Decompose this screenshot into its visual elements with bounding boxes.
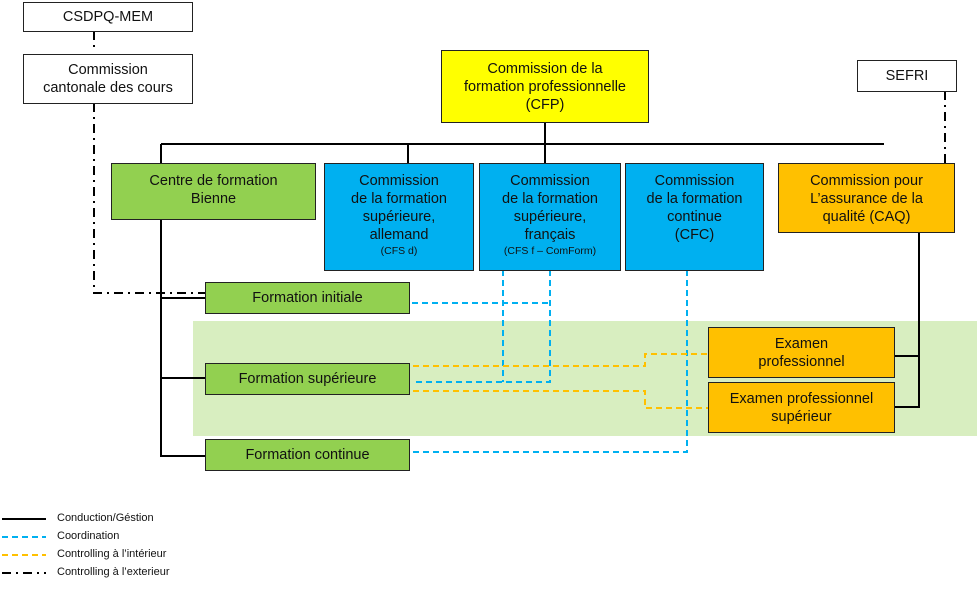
caq-trunk-line	[894, 232, 920, 408]
sefri-box: SEFRI	[857, 60, 957, 92]
cfc-line1: Commission	[654, 173, 735, 189]
caq-line1: Commission pour	[810, 173, 923, 189]
orange-dashed-line-swatch-icon	[2, 554, 46, 556]
cfs-f-line4: français	[524, 227, 576, 243]
internal-controlling-lines	[413, 353, 708, 409]
examen-pro-line1: Examen	[774, 335, 829, 352]
blue-dashed-line-swatch-icon	[2, 536, 46, 538]
solid-line-swatch-icon	[2, 518, 46, 520]
superieure-to-examen-pro-line	[413, 353, 708, 367]
cantonal-to-initiale-line	[93, 103, 206, 294]
cfs-d-abbr: (CFS d)	[380, 245, 418, 257]
cfc-line4: (CFC)	[674, 227, 715, 243]
examen-professionnel-box: Examen professionnel	[708, 327, 895, 378]
cfc-box: Commission de la formation continue (CFC…	[625, 163, 764, 271]
bienne-line2: Bienne	[190, 191, 237, 207]
legend-label: Coordination	[57, 530, 120, 542]
caq-line2: L’assurance de la	[810, 191, 923, 207]
examen-pro-sup-line2: supérieur	[771, 408, 832, 425]
legend-item-external-controlling: Controlling à l’exterieur	[0, 564, 260, 582]
legend-label: Controlling à l’exterieur	[57, 566, 170, 578]
formation-superieure-box: Formation supérieure	[205, 363, 410, 395]
cfs-d-line3: supérieure,	[362, 209, 436, 225]
cfp-line3: (CFP)	[525, 96, 565, 113]
cfs-f-line3: supérieure,	[513, 209, 587, 225]
formation-continue-label: Formation continue	[245, 447, 370, 463]
formation-superieure-label: Formation supérieure	[238, 371, 377, 387]
examen-pro-sup-line1: Examen professionnel	[729, 390, 874, 407]
cfs-d-box: Commission de la formation supérieure, a…	[324, 163, 474, 271]
cantonal-commission-line1: Commission	[68, 62, 148, 78]
bienne-center-box: Centre de formation Bienne	[111, 163, 316, 220]
cfs-f-abbr: (CFS f – ComForm)	[503, 245, 597, 257]
csdpq-mem-label: CSDPQ-MEM	[62, 9, 154, 25]
sefri-label: SEFRI	[885, 68, 929, 84]
examen-pro-line2: professionnel	[758, 353, 845, 370]
cantonal-commission-box: Commission cantonale des cours	[23, 54, 193, 104]
cantonal-commission-line2: cantonale des cours	[43, 80, 173, 96]
legend-item-coordination: Coordination	[0, 528, 260, 546]
cfs-f-box: Commission de la formation supérieure, f…	[479, 163, 621, 271]
cfp-line2: formation professionnelle	[463, 78, 626, 95]
management-lines	[160, 122, 920, 457]
cfs-f-line1: Commission	[510, 173, 590, 189]
cfc-to-continue-line	[413, 270, 688, 453]
legend-item-internal-controlling: Controlling à l’intérieur	[0, 546, 260, 564]
bienne-trunk-line	[160, 219, 206, 457]
legend-label: Conduction/Géstion	[57, 512, 154, 524]
cfp-line1: Commission de la	[487, 60, 603, 77]
coordination-lines	[412, 270, 688, 453]
caq-box: Commission pour L’assurance de la qualit…	[778, 163, 955, 233]
dash-dot-line-swatch-icon	[2, 572, 46, 574]
legend-label: Controlling à l’intérieur	[57, 548, 167, 560]
formation-initiale-box: Formation initiale	[205, 282, 410, 314]
cfp-box: Commission de la formation professionnel…	[441, 50, 649, 123]
formation-continue-box: Formation continue	[205, 439, 410, 471]
caq-line3: qualité (CAQ)	[822, 209, 911, 225]
legend-item-management: Conduction/Géstion	[0, 510, 260, 528]
cfc-line2: de la formation	[646, 191, 743, 207]
cfs-f-right-drop-line	[413, 270, 551, 383]
cfs-d-line4: allemand	[369, 227, 429, 243]
cfs-f-line2: de la formation	[502, 191, 598, 207]
csdpq-mem-box: CSDPQ-MEM	[23, 2, 193, 32]
formation-initiale-label: Formation initiale	[252, 290, 363, 306]
bienne-line1: Centre de formation	[149, 173, 278, 189]
cfc-line3: continue	[667, 209, 722, 225]
cfs-d-line2: de la formation	[351, 191, 447, 207]
external-controlling-lines	[93, 31, 946, 294]
cfs-d-line1: Commission	[359, 173, 439, 189]
superieure-to-examen-pro-sup-line	[413, 390, 708, 409]
examen-professionnel-superieur-box: Examen professionnel supérieur	[708, 382, 895, 433]
